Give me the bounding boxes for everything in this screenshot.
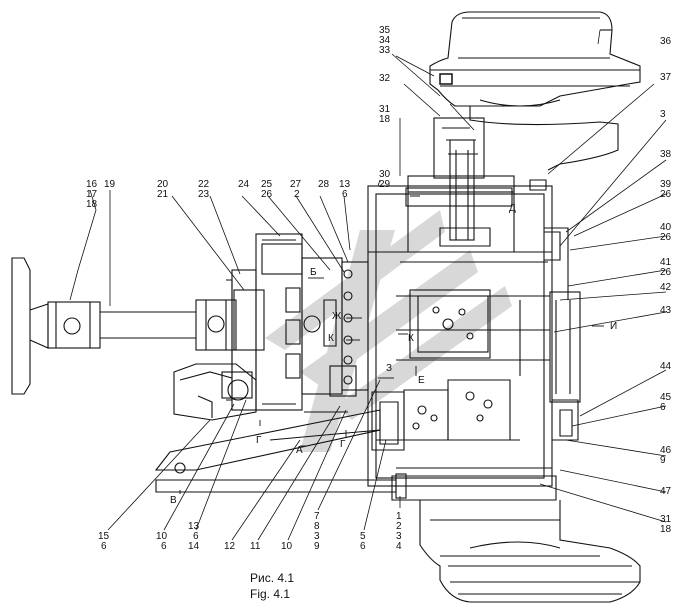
label-25: 25 xyxy=(261,179,273,190)
label-45: 45 xyxy=(660,392,672,403)
label-6-bl1: 6 xyxy=(101,541,107,552)
label-24: 24 xyxy=(238,179,250,190)
view-label-a: А xyxy=(296,445,303,456)
frame-beam xyxy=(154,409,397,493)
label-38: 38 xyxy=(660,149,672,160)
label-13-top: 13 xyxy=(339,179,351,190)
view-label-i: И xyxy=(610,321,618,332)
label-5: 5 xyxy=(360,531,366,542)
label-12: 12 xyxy=(224,541,236,552)
leader-lines xyxy=(69,29,667,541)
label-1: 1 xyxy=(396,511,402,522)
label-22: 22 xyxy=(198,179,210,190)
figure-caption-en: Fig. 4.1 xyxy=(250,587,291,601)
drive-assembly xyxy=(226,233,369,411)
label-18-bottom: 18 xyxy=(660,524,672,535)
label-40: 40 xyxy=(660,222,672,233)
label-26-d: 26 xyxy=(261,189,273,200)
view-label-k1: К xyxy=(328,333,334,344)
view-label-z: З xyxy=(386,363,393,374)
label-9-right: 9 xyxy=(660,455,666,466)
view-markers xyxy=(179,194,604,494)
figure-caption-ru: Рис. 4.1 xyxy=(250,571,295,585)
label-6-bl3: 6 xyxy=(193,531,199,542)
label-44: 44 xyxy=(660,361,672,372)
label-35: 35 xyxy=(379,25,391,36)
label-2-top: 2 xyxy=(294,189,300,200)
label-46: 46 xyxy=(660,445,672,456)
label-30: 30 xyxy=(379,169,391,180)
label-47: 47 xyxy=(660,486,672,497)
label-14: 14 xyxy=(188,541,200,552)
label-17: 17 xyxy=(86,189,98,200)
label-43: 43 xyxy=(660,305,672,316)
label-6-bl2: 6 xyxy=(161,541,167,552)
label-34: 34 xyxy=(379,35,391,46)
label-31-bottom: 31 xyxy=(660,514,672,525)
label-41: 41 xyxy=(660,257,672,268)
view-label-v: В xyxy=(170,495,177,506)
label-13-bottom: 13 xyxy=(188,521,200,532)
label-27: 27 xyxy=(290,179,302,190)
label-18-left: 18 xyxy=(86,199,98,210)
label-2-bottom: 2 xyxy=(396,521,402,532)
label-3-bottom: 3 xyxy=(314,531,320,542)
cardan-shaft xyxy=(11,257,237,395)
label-3-bottom2: 3 xyxy=(396,531,402,542)
label-4: 4 xyxy=(396,541,402,552)
label-39: 39 xyxy=(660,179,672,190)
label-15: 15 xyxy=(98,531,110,542)
label-6-top: 6 xyxy=(342,189,348,200)
label-42: 42 xyxy=(660,282,672,293)
label-9-bottom: 9 xyxy=(314,541,320,552)
label-26-b: 26 xyxy=(660,232,672,243)
label-7: 7 xyxy=(314,511,320,522)
view-label-k2: К xyxy=(408,333,414,344)
label-29: 29 xyxy=(379,179,391,190)
label-19: 19 xyxy=(104,179,116,190)
label-20: 20 xyxy=(157,179,169,190)
label-31-top: 31 xyxy=(379,104,391,115)
label-16: 16 xyxy=(86,179,98,190)
bottom-wheel xyxy=(419,500,641,603)
label-21: 21 xyxy=(157,189,169,200)
label-11: 11 xyxy=(250,541,261,552)
label-10-a: 10 xyxy=(156,531,168,542)
view-label-zh: Ж xyxy=(332,311,342,322)
label-37: 37 xyxy=(660,72,672,83)
view-label-g1: Г xyxy=(256,435,262,446)
label-10-b: 10 xyxy=(281,541,293,552)
label-8: 8 xyxy=(314,521,320,532)
pump-unit xyxy=(173,363,257,421)
view-label-b: Б xyxy=(310,267,317,278)
label-33: 33 xyxy=(379,45,391,56)
label-23: 23 xyxy=(198,189,210,200)
view-label-e: Е xyxy=(418,375,425,386)
view-label-d: Д xyxy=(509,203,516,214)
label-6-bl4: 6 xyxy=(360,541,366,552)
view-label-g2: Г xyxy=(340,439,346,450)
top-wheel xyxy=(429,11,641,171)
label-26-a: 26 xyxy=(660,189,672,200)
label-32: 32 xyxy=(379,73,391,84)
label-36: 36 xyxy=(660,36,672,47)
label-6-right: 6 xyxy=(660,402,666,413)
label-26-c: 26 xyxy=(660,267,672,278)
label-18-top: 18 xyxy=(379,114,391,125)
label-28: 28 xyxy=(318,179,330,190)
watermark-logo xyxy=(265,210,512,452)
label-3-right: 3 xyxy=(660,109,666,120)
